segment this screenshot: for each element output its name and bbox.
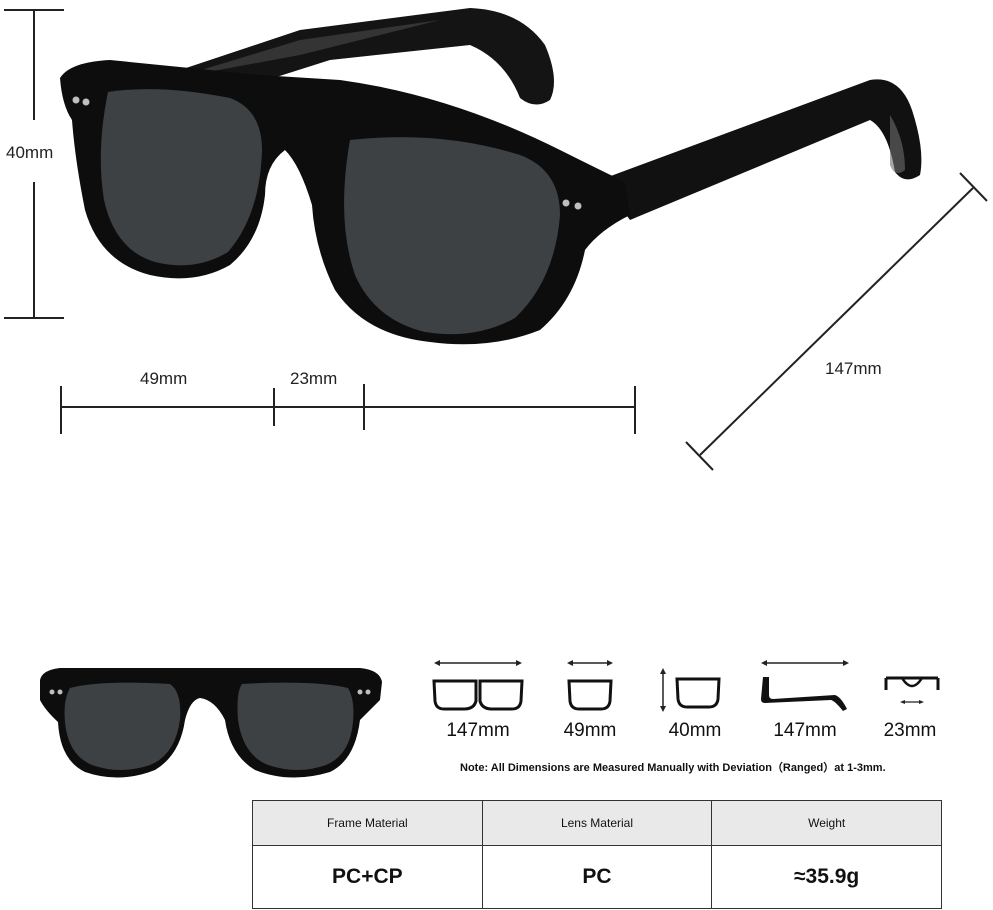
temple-measure-line bbox=[685, 172, 988, 471]
header-frame-material: Frame Material bbox=[252, 800, 483, 846]
sunglasses-hero-image bbox=[60, 8, 922, 345]
value-frame-material: PC+CP bbox=[252, 845, 483, 909]
value-lens-material: PC bbox=[481, 845, 713, 909]
bridge-width-icon bbox=[884, 676, 940, 704]
height-measure-line bbox=[4, 9, 64, 319]
spec-table: Frame Material Lens Material Weight PC+C… bbox=[252, 800, 942, 909]
bridge-dimension-label: 23mm bbox=[290, 369, 338, 388]
lens-width-dimension-label: 49mm bbox=[140, 369, 188, 388]
bridge-width-label: 23mm bbox=[883, 720, 937, 741]
width-measure-line bbox=[60, 384, 636, 434]
measurement-note: Note: All Dimensions are Measured Manual… bbox=[460, 762, 886, 774]
temple-length-icon bbox=[761, 660, 849, 711]
table-header-row: Frame Material Lens Material Weight bbox=[252, 800, 942, 846]
table-row: PC+CP PC ≈35.9g bbox=[252, 845, 942, 909]
lens-height-label: 40mm bbox=[668, 720, 722, 741]
header-lens-material: Lens Material bbox=[481, 800, 713, 846]
temple-dimension-label: 147mm bbox=[825, 359, 882, 378]
lens-height-icon bbox=[660, 668, 721, 712]
frame-width-label: 147mm bbox=[446, 720, 510, 741]
lens-width-icon bbox=[567, 660, 613, 711]
lens-width-label: 49mm bbox=[563, 720, 617, 741]
height-dimension-label: 40mm bbox=[6, 143, 54, 162]
sunglasses-front-image bbox=[40, 668, 382, 778]
frame-width-icon bbox=[432, 660, 524, 711]
header-weight: Weight bbox=[711, 800, 942, 846]
value-weight: ≈35.9g bbox=[711, 845, 942, 909]
temple-length-label: 147mm bbox=[773, 720, 837, 741]
